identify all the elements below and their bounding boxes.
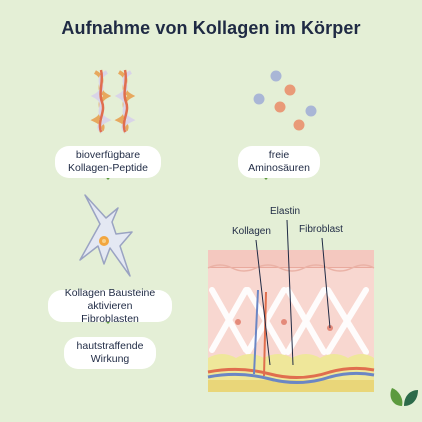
bubble-peptides-line1: bioverfügbare <box>75 149 141 161</box>
bubble-effect: hautstraffende Wirkung <box>64 337 156 369</box>
bubble-peptides: bioverfügbare Kollagen-Peptide <box>55 146 161 178</box>
label-kollagen: Kollagen <box>232 226 271 237</box>
label-fibroblast: Fibroblast <box>299 224 343 235</box>
label-elastin: Elastin <box>270 206 301 217</box>
bubble-fibro: Kollagen Bausteine aktivieren Fibroblast… <box>48 286 172 325</box>
bubble-amino-line2: Aminosäuren <box>248 162 310 174</box>
fibroblast-cell-icon <box>79 194 133 277</box>
bubble-fibro-line2: aktivieren Fibroblasten <box>81 299 139 325</box>
bubble-effect-line1: hautstraffende <box>76 340 144 352</box>
bubble-fibro-line1: Kollagen Bausteine <box>64 286 156 299</box>
amino-acids-icon <box>253 70 317 131</box>
bubble-amino: freie Aminosäuren <box>238 146 320 178</box>
bubble-peptides-line2: Kollagen-Peptide <box>68 162 148 174</box>
leaf-logo-icon <box>390 388 418 406</box>
bubble-effect-line2: Wirkung <box>90 353 130 365</box>
bubble-amino-line1: freie <box>268 149 290 161</box>
collagen-helix-icon <box>90 69 136 134</box>
skin-cross-section <box>207 219 375 392</box>
page-title: Aufnahme von Kollagen im Körper <box>61 18 361 38</box>
